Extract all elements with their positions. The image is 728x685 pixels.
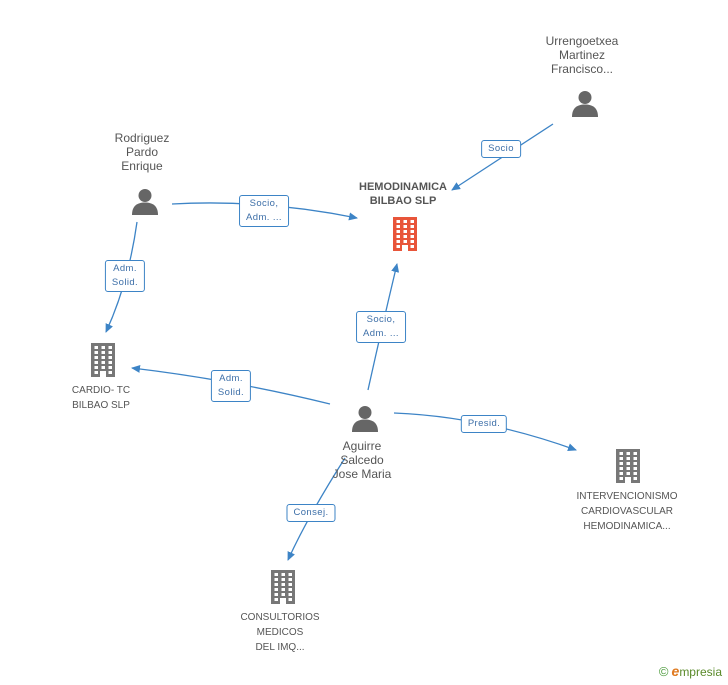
node-label-line: Urrengoetxea — [545, 34, 619, 48]
edge-label-line: Solid. — [111, 277, 139, 288]
node-label-line: Martinez — [558, 48, 605, 62]
person-icon[interactable] — [571, 89, 599, 122]
node-label-line: CONSULTORIOS — [240, 612, 320, 623]
edge-label[interactable]: Adm. Solid. — [210, 370, 252, 402]
edge-label-line: Adm. ... — [363, 328, 399, 339]
node-label-line: Francisco... — [550, 62, 613, 76]
node-label-consultorios[interactable]: CONSULTORIOS MEDICOS DEL IMQ... — [240, 610, 319, 655]
copyright-icon: © — [658, 664, 669, 679]
edge-label-line: Presid. — [467, 418, 501, 429]
node-label-line: Rodriguez — [114, 131, 170, 145]
edge-label-line: Socio, — [366, 314, 396, 325]
edge-label-line: Consej. — [293, 507, 329, 518]
edge-label-line: Adm. — [219, 373, 243, 384]
edge-label[interactable]: Adm. Solid. — [104, 260, 146, 292]
person-icon[interactable] — [131, 187, 159, 220]
node-label-line: HEMODINAMICA... — [583, 521, 671, 532]
building-icon[interactable] — [89, 343, 117, 382]
building-icon[interactable] — [614, 449, 642, 488]
brand-name: mpresia — [679, 665, 722, 679]
node-label-line: HEMODINAMICA — [359, 181, 447, 193]
node-label-line: BILBAO SLP — [72, 400, 130, 411]
edge-label[interactable]: Socio — [481, 140, 521, 158]
edge-label-line: Solid. — [217, 387, 245, 398]
building-icon[interactable] — [269, 570, 297, 609]
edge-label[interactable]: Consej. — [286, 504, 336, 522]
edge-label[interactable]: Socio, Adm. ... — [239, 195, 289, 227]
node-label-line: Salcedo — [340, 453, 384, 467]
node-label-line: CARDIO- TC — [71, 385, 131, 396]
edge-label-line: Adm. ... — [246, 212, 282, 223]
edge-label-line: Socio — [488, 143, 514, 154]
empresia-brand[interactable]: ©empresia — [659, 663, 722, 679]
edge-label[interactable]: Socio, Adm. ... — [356, 311, 406, 343]
person-icon[interactable] — [351, 404, 379, 437]
node-label-line: BILBAO SLP — [369, 195, 437, 207]
node-label-line: DEL IMQ... — [255, 642, 305, 653]
node-label-line: INTERVENCIONISMO — [576, 491, 678, 502]
node-label-line: Enrique — [121, 159, 163, 173]
edge-label[interactable]: Presid. — [460, 415, 508, 433]
node-label-line: Aguirre — [342, 439, 382, 453]
building-icon[interactable] — [391, 217, 419, 256]
brand-initial: e — [671, 663, 680, 679]
node-label-line: MEDICOS — [256, 627, 304, 638]
node-label-line: Pardo — [125, 145, 159, 159]
node-label-hemodinamica[interactable]: HEMODINAMICA BILBAO SLP — [359, 180, 447, 208]
node-label-intervencionismo[interactable]: INTERVENCIONISMO CARDIOVASCULAR HEMODINAMI… — [577, 489, 678, 534]
node-label-line: CARDIOVASCULAR — [580, 506, 674, 517]
edge-label-line: Adm. — [113, 263, 137, 274]
edge-label-line: Socio, — [249, 198, 279, 209]
node-label-cardio[interactable]: CARDIO- TC BILBAO SLP — [72, 383, 130, 413]
node-label-line: Jose Maria — [332, 467, 392, 481]
